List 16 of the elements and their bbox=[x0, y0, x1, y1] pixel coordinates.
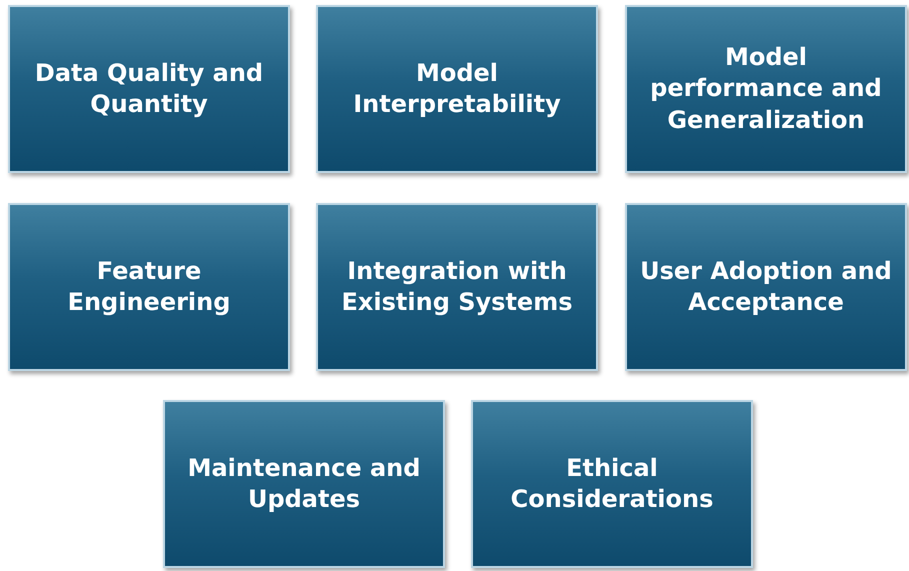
box-label: Model Interpretability bbox=[352, 58, 562, 120]
box-label: Data Quality and Quantity bbox=[34, 58, 264, 120]
topic-box bbox=[8, 5, 290, 173]
box-label: Feature Engineering bbox=[66, 256, 232, 318]
topic-box bbox=[316, 203, 598, 371]
topic-box bbox=[625, 5, 907, 173]
topic-box bbox=[163, 400, 445, 568]
topic-box bbox=[471, 400, 753, 568]
topic-box bbox=[8, 203, 290, 371]
topic-box bbox=[316, 5, 598, 173]
topic-box bbox=[625, 203, 907, 371]
box-label: Model performance and Generalization bbox=[649, 42, 883, 136]
box-label: Maintenance and Updates bbox=[186, 452, 422, 515]
box-label: User Adoption and Acceptance bbox=[639, 256, 893, 318]
box-label: Integration with Existing Systems bbox=[340, 256, 574, 318]
box-label: Ethical Considerations bbox=[510, 452, 714, 515]
